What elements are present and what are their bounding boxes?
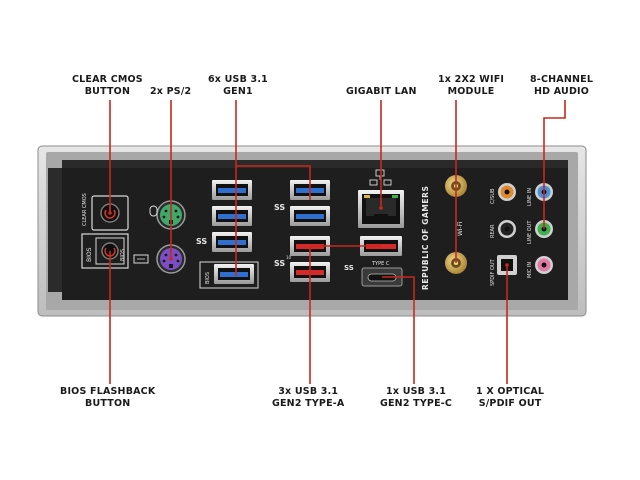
clear-cmos-label-line2: BUTTON (84, 86, 131, 97)
wifi-label: 1x 2X2 WIFI MODULE (438, 74, 504, 98)
usb-gen2-c-label: 1x USB 3.1 GEN2 TYPE-C (380, 386, 452, 410)
leader-usb-gen2-a (309, 245, 381, 384)
audio-rear-jack[interactable] (498, 220, 516, 238)
wifi-label-line1: 1x 2X2 WIFI (438, 74, 505, 85)
ss10-icon-number: 10 (286, 255, 292, 260)
wifi-label-line2: MODULE (447, 86, 495, 97)
io-shield-panel (62, 160, 568, 300)
usb-gen2-c-label-line2: GEN2 TYPE-C (380, 398, 453, 409)
mouse-icon (149, 205, 158, 217)
mic-in-silkscreen: MIC IN (527, 262, 533, 278)
bios-usb-port[interactable] (199, 261, 259, 289)
usb-gen1-port-1[interactable] (212, 180, 252, 200)
leader-endpoints (108, 206, 509, 267)
io-shield-left-tab (48, 168, 62, 292)
optical-label-line1: 1 X OPTICAL (476, 386, 545, 397)
optical-label-line2: S/PDIF OUT (478, 398, 542, 409)
bios-flashback-label-line1: BIOS FLASHBACK (60, 386, 156, 397)
rog-silkscreen: REPUBLIC OF GAMERS (421, 185, 430, 290)
csub-silkscreen: C/SUB (490, 188, 496, 204)
ss-icon-text-1: SS (196, 237, 207, 246)
spdif-out-silkscreen: SPDIF OUT (490, 258, 496, 286)
usb-gen1-port-5[interactable] (290, 206, 330, 226)
usb-gen2-a-label-line1: 3x USB 3.1 (278, 386, 339, 397)
hd-audio-label: 8-CHANNEL HD AUDIO (530, 74, 593, 98)
panel-sheen (62, 160, 568, 168)
clear-cmos-label-line1: CLEAR CMOS (72, 74, 143, 85)
audio-mic-in-jack[interactable] (535, 256, 553, 274)
usb-gen1-label-line2: GEN1 (223, 86, 253, 97)
audio-csub-jack[interactable] (498, 183, 516, 201)
optical-label: 1 X OPTICAL S/PDIF OUT (476, 386, 544, 410)
clear-cmos-label: CLEAR CMOS BUTTON (72, 74, 143, 98)
ss10-icon: SS 10 (274, 255, 292, 268)
clear-cmos-silkscreen: CLEAR CMOS (82, 193, 88, 226)
usb-gen1-port-2[interactable] (212, 206, 252, 226)
network-icon (369, 169, 392, 186)
leader-usb-gen2-c (382, 276, 415, 384)
leader-audio (543, 100, 566, 229)
usb-gen2-a-label-line2: GEN2 TYPE-A (272, 398, 345, 409)
hd-audio-label-line2: HD AUDIO (534, 86, 590, 97)
usb-gen1-label: 6x USB 3.1 GEN1 (208, 74, 268, 98)
bios-flashback-label: BIOS FLASHBACK BUTTON (60, 386, 155, 410)
ps2-label: 2x PS/2 (150, 86, 191, 98)
bios-box-silkscreen: BIOS (120, 249, 126, 261)
hd-audio-label-line1: 8-CHANNEL (530, 74, 594, 85)
type-c-silkscreen: TYPE C (371, 261, 390, 267)
ss-silkscreen-2: SS (274, 203, 285, 212)
ss10-icon-text: SS (274, 259, 285, 268)
ps2-label-line1: 2x PS/2 (150, 86, 192, 97)
keyboard-icon (133, 254, 149, 264)
leader-usb-gen1 (235, 100, 311, 200)
superspeed-icon: SS (196, 237, 207, 246)
usb-gen1-label-line1: 6x USB 3.1 (208, 74, 268, 85)
bios-silkscreen: BIOS (86, 247, 93, 262)
leader-lines (109, 100, 566, 384)
bios-usb-silkscreen: BIOS (205, 272, 211, 284)
gigabit-lan-label: GIGABIT LAN (346, 86, 417, 98)
ss-silkscreen-3: SS (344, 264, 354, 272)
wifi-silkscreen: Wi-Fi (457, 221, 464, 236)
usb-gen2-a-label: 3x USB 3.1 GEN2 TYPE-A (272, 386, 344, 410)
line-out-silkscreen: LINE OUT (527, 220, 533, 244)
gigabit-lan-label-line1: GIGABIT LAN (346, 86, 417, 97)
usb-gen1-port-3[interactable] (212, 232, 252, 252)
line-in-silkscreen: LINE IN (527, 188, 533, 206)
usb-gen2-c-label-line1: 1x USB 3.1 (386, 386, 447, 397)
bios-flashback-label-line2: BUTTON (85, 398, 131, 409)
rear-silkscreen: REAR (490, 224, 496, 238)
